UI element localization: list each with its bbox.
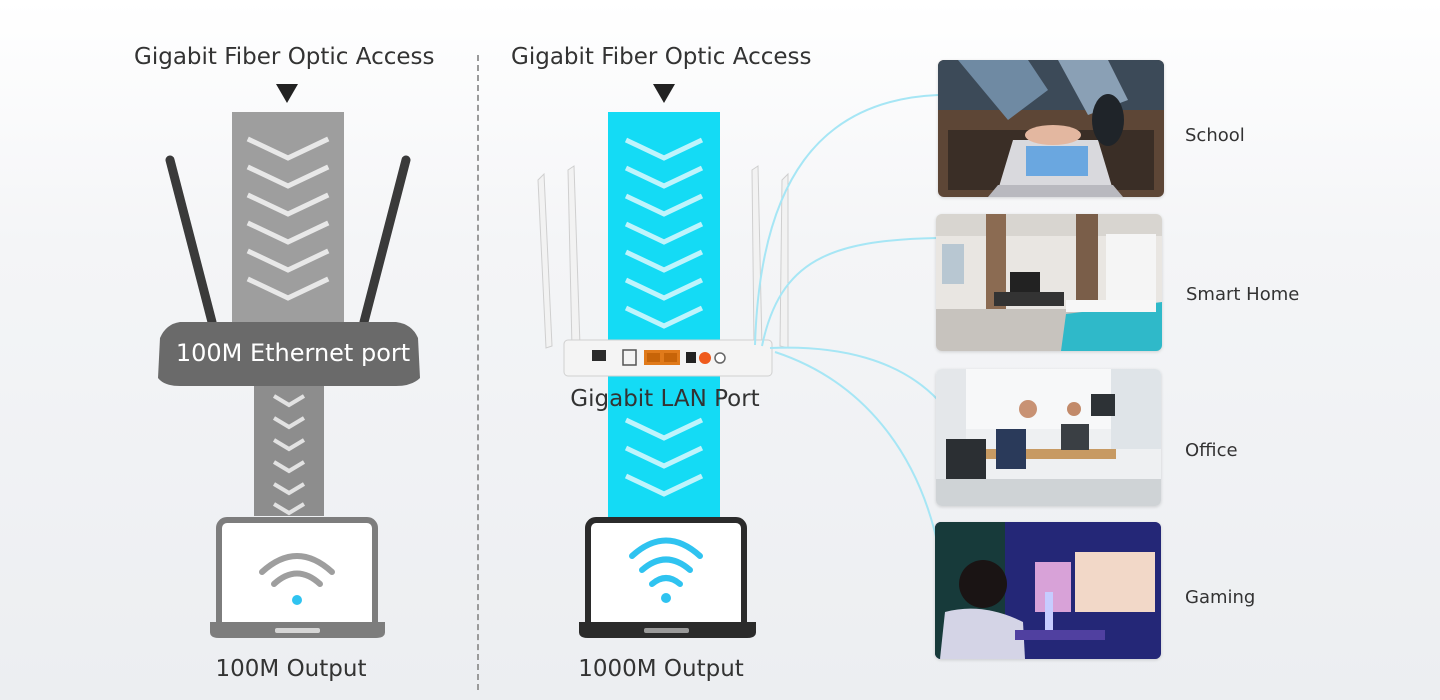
left-upper-stream <box>232 112 344 324</box>
left-wifi-icon <box>259 553 335 605</box>
connector-gaming <box>774 351 941 556</box>
scene-smart-home-label: Smart Home <box>1186 284 1300 305</box>
left-down-arrow-icon <box>276 84 298 103</box>
right-port-label: Gigabit LAN Port <box>570 386 760 412</box>
connector-school <box>754 94 939 346</box>
right-top-label: Gigabit Fiber Optic Access <box>511 44 812 70</box>
scene-school-label: School <box>1185 125 1245 146</box>
left-diagram <box>158 112 420 638</box>
left-lower-chevrons <box>272 394 306 516</box>
connector-office <box>769 346 939 401</box>
left-top-label: Gigabit Fiber Optic Access <box>134 44 435 70</box>
left-antenna-2 <box>359 155 411 327</box>
right-diagram <box>537 112 789 638</box>
scene-school-image <box>938 60 1164 197</box>
right-chevrons <box>624 137 704 497</box>
scene-office-label: Office <box>1185 440 1238 461</box>
panel-divider <box>477 55 479 690</box>
right-stream <box>608 112 720 522</box>
scene-smart-home-image <box>936 214 1162 351</box>
left-router-body <box>158 322 420 386</box>
left-antenna-1 <box>165 155 217 327</box>
right-wifi-icon <box>629 537 703 603</box>
scene-gaming-image <box>935 522 1161 659</box>
connector-smart-home <box>761 237 939 347</box>
scene-office-image <box>936 369 1161 506</box>
right-output-label: 1000M Output <box>578 656 744 682</box>
left-upper-chevrons <box>246 136 330 301</box>
left-router-label: 100M Ethernet port <box>175 339 411 367</box>
right-down-arrow-icon <box>653 84 675 103</box>
left-output-label: 100M Output <box>215 656 367 682</box>
scene-gaming-label: Gaming <box>1185 587 1256 608</box>
